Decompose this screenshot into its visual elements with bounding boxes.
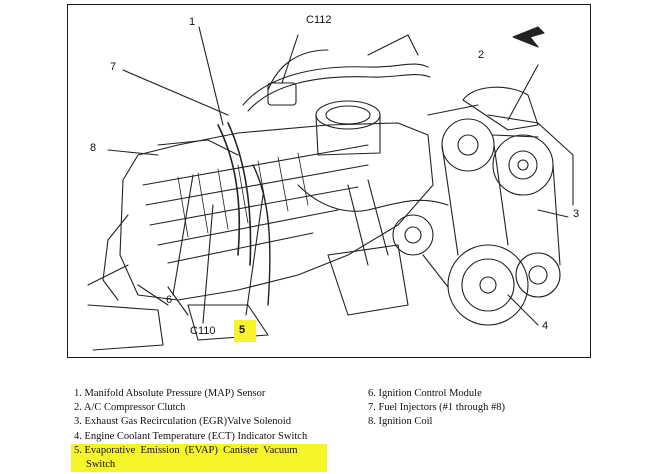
legend-item-4: 4. Engine Coolant Temperature (ECT) Indi… (74, 430, 308, 442)
legend-item-5: 5. Evaporative Emission (EVAP) Canister … (74, 444, 298, 456)
callout-2: 2 (478, 49, 485, 61)
legend-right: 6. Ignition Control Module 7. Fuel Injec… (368, 387, 505, 430)
legend-item-2: 2. A/C Compressor Clutch (74, 402, 186, 414)
callout-5: 5 (239, 324, 246, 336)
legend-left: 1. Manifold Absolute Pressure (MAP) Sens… (74, 387, 307, 472)
engine-diagram-frame: 1 C112 2 7 8 3 6 4 C110 5 (67, 4, 591, 358)
legend-item-6: 6. Ignition Control Module (368, 388, 482, 399)
callout-1: 1 (189, 16, 196, 28)
legend-item-5-continued: Switch (86, 459, 116, 471)
callout-5-highlight (234, 320, 256, 342)
legend-item-5-highlight (71, 444, 327, 472)
legend-item-7: 7. Fuel Injectors (#1 through #8) (368, 402, 506, 414)
callout-7: 7 (110, 61, 117, 73)
engine-illustration (87, 26, 574, 351)
callout-8: 8 (90, 142, 97, 154)
callout-c110: C110 (190, 325, 216, 337)
legend-item-8: 8. Ignition Coil (368, 416, 433, 428)
callout-6: 6 (166, 294, 173, 306)
callout-c112: C112 (306, 14, 332, 26)
legend-item-1: 1. Manifold Absolute Pressure (MAP) Sens… (74, 388, 266, 399)
callout-4: 4 (542, 320, 549, 332)
legend-item-3: 3. Exhaust Gas Recirculation (EGR)Valve … (74, 416, 291, 428)
callout-3: 3 (573, 208, 580, 220)
